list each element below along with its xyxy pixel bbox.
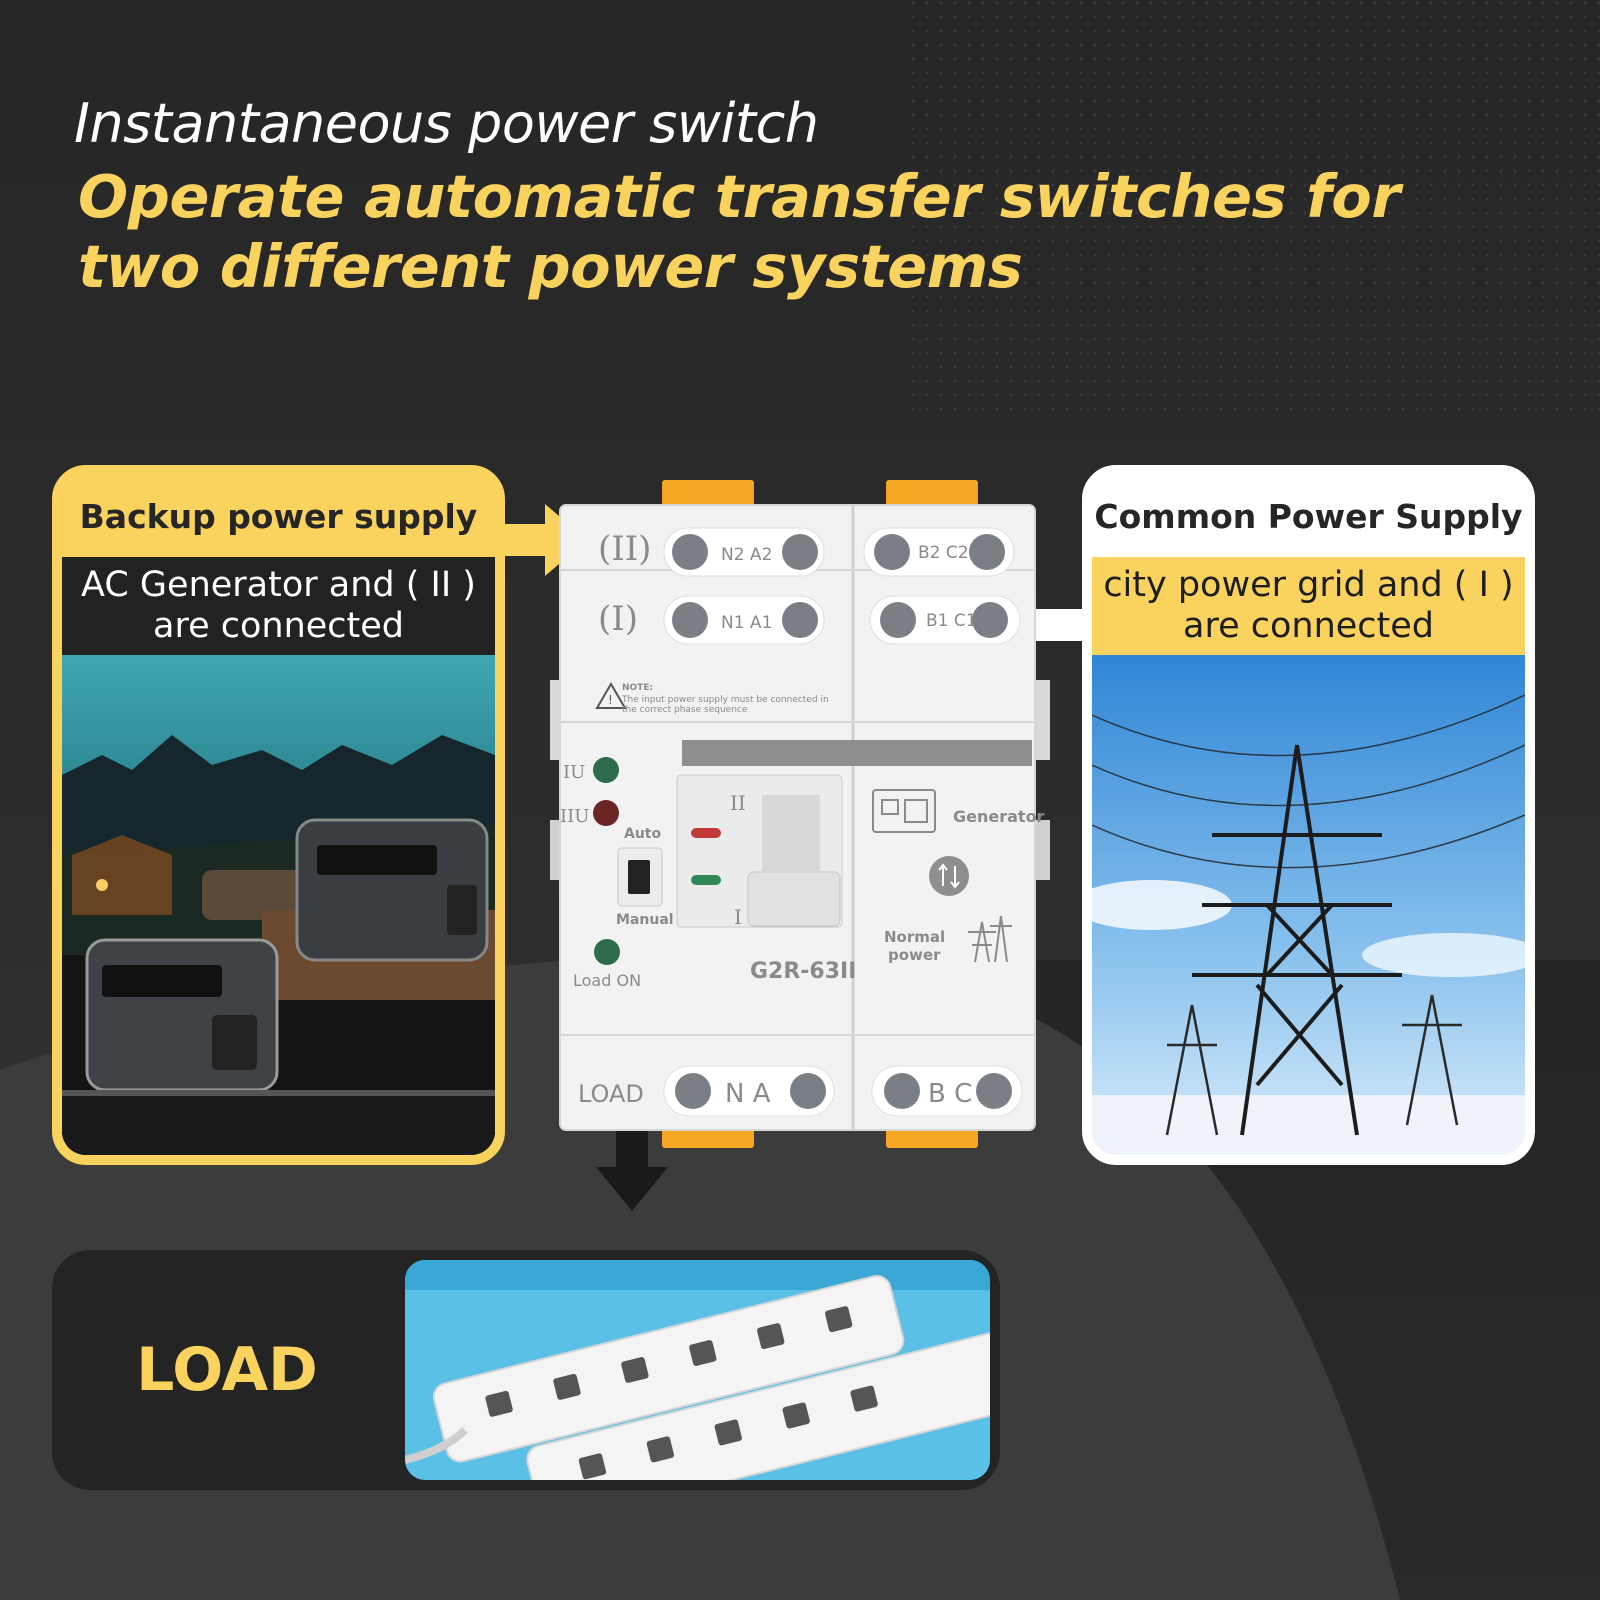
headline-title: Operate automatic transfer switches for …	[78, 162, 1400, 302]
screw-icon	[672, 602, 708, 638]
backup-power-panel: Backup power supply AC Generator and ( I…	[52, 465, 505, 1165]
power-tower-photo	[1092, 655, 1525, 1155]
transmission-tower-icon	[968, 915, 1012, 963]
terminal-n2a2-label: N2 A2	[721, 545, 772, 565]
screw-icon	[972, 602, 1008, 638]
headline-title-line1: Operate automatic transfer switches for	[78, 162, 1400, 231]
terminal-row-i	[663, 595, 1021, 645]
screw-icon	[790, 1073, 826, 1109]
terminal-n1a1-label: N1 A1	[721, 613, 772, 633]
terminal-b2c2-label: B2 C2	[918, 543, 969, 563]
terminal-row-load	[663, 1065, 1023, 1117]
auto-label: Auto	[624, 826, 661, 842]
terminal-b1c1-label: B1 C1	[926, 611, 977, 631]
headline-title-line2: two different power systems	[78, 232, 1023, 301]
common-panel-description: city power grid and ( I ) are connected	[1092, 557, 1525, 655]
normal-power-label-2: power	[888, 946, 941, 964]
common-panel-title: Common Power Supply	[1094, 496, 1523, 536]
arrow-down-icon	[596, 1115, 668, 1211]
indicator-iiu-light	[593, 800, 619, 826]
power-strip-photo	[405, 1260, 990, 1480]
terminal-na-label: N A	[725, 1079, 771, 1109]
screw-icon	[782, 602, 818, 638]
terminal-bc-label: B C	[928, 1079, 972, 1109]
model-label: G2R-63II	[750, 959, 856, 984]
load-label: LOAD	[136, 1335, 318, 1405]
screw-icon	[969, 534, 1005, 570]
indicator-iu-light	[593, 757, 619, 783]
screw-icon	[884, 1073, 920, 1109]
screw-icon	[976, 1073, 1012, 1109]
power-station-photo	[62, 655, 495, 1155]
screw-icon	[880, 602, 916, 638]
warning-icon	[595, 682, 627, 709]
terminal-row-ii	[663, 527, 1015, 577]
backup-desc-line1: AC Generator and ( II )	[81, 565, 476, 605]
row-i-label: (I)	[598, 599, 638, 639]
screw-icon	[874, 534, 910, 570]
screw-icon	[675, 1073, 711, 1109]
load-on-label: Load ON	[573, 971, 641, 990]
swap-arrows-icon	[929, 856, 969, 896]
position-i-label: I	[734, 905, 742, 929]
note-line1: The input power supply must be connected…	[621, 695, 829, 705]
backup-panel-description: AC Generator and ( II ) are connected	[62, 557, 495, 655]
load-on-light	[594, 939, 620, 965]
note-line2: the correct phase sequence	[622, 705, 748, 715]
manual-label: Manual	[616, 912, 674, 928]
backup-panel-title: Backup power supply	[79, 496, 478, 536]
common-desc-line2: are connected	[1183, 606, 1434, 646]
common-desc-line1: city power grid and ( I )	[1103, 565, 1514, 605]
indicator-iu-label: IU	[563, 762, 585, 783]
load-box: LOAD	[52, 1250, 1000, 1490]
load-terminal-label: LOAD	[578, 1080, 644, 1108]
generator-label: Generator	[953, 807, 1045, 826]
generator-icon	[872, 789, 936, 833]
normal-power-label-1: Normal	[884, 928, 945, 946]
common-power-panel: Common Power Supply city power grid and …	[1082, 465, 1535, 1165]
backup-desc-line2: are connected	[153, 606, 404, 646]
indicator-iiu-label: IIU	[560, 806, 589, 827]
position-ii-label: II	[730, 791, 746, 815]
transfer-switch-device: (II) (I) N2 A2 B2 C2 N1 A1 B1 C1 ! NOTE:…	[550, 480, 1050, 1148]
row-ii-label: (II)	[598, 529, 651, 569]
screw-icon	[672, 534, 708, 570]
screw-icon	[782, 534, 818, 570]
svg-text:!: !	[608, 693, 613, 707]
note-title: NOTE:	[622, 683, 653, 693]
headline-subtitle: Instantaneous power switch	[74, 92, 819, 155]
transfer-handle[interactable]	[747, 871, 841, 927]
